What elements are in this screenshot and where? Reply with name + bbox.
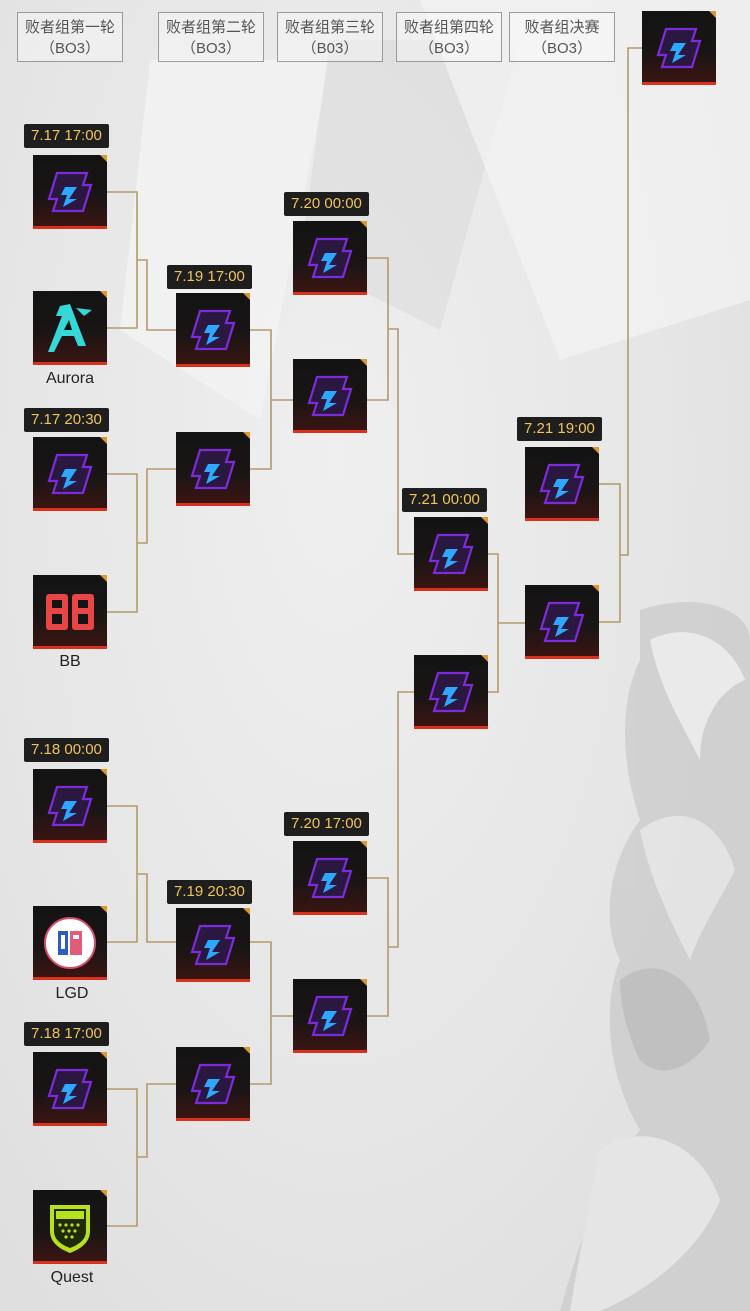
match-date-r1-m3: 7.18 00:00	[24, 738, 109, 762]
lgd-logo-icon	[44, 917, 96, 969]
tbd-slot-final-a[interactable]	[525, 447, 599, 521]
match-date-r1-m4: 7.18 17:00	[24, 1022, 109, 1046]
tbd-slot-r3-m2-b[interactable]	[293, 979, 367, 1053]
match-date-r2-m1: 7.19 17:00	[167, 265, 252, 289]
tbd-slot-r2-m1-b[interactable]	[176, 432, 250, 506]
tbd-slot-r1-m4-a[interactable]	[33, 1052, 107, 1126]
round-5-name: 败者组决赛	[524, 19, 600, 36]
match-date-r2-m2: 7.19 20:30	[167, 880, 252, 904]
team-name-quest: Quest	[50, 1269, 94, 1286]
tbd-slot-r1-m3-a[interactable]	[33, 769, 107, 843]
aurora-logo-icon	[48, 304, 92, 352]
tbd-team-logo-icon	[47, 453, 93, 495]
round-header-3: 败者组第三轮 （B03）	[277, 12, 383, 62]
tbd-team-logo-icon	[190, 924, 236, 966]
team-slot-aurora[interactable]	[33, 291, 107, 365]
round-4-format: （BO3）	[418, 40, 479, 57]
round-header-2: 败者组第二轮 （BO3）	[158, 12, 264, 62]
round-header-1: 败者组第一轮 （BO3）	[17, 12, 123, 62]
tbd-team-logo-icon	[47, 785, 93, 827]
match-date-r3-m1: 7.20 00:00	[284, 192, 369, 216]
tbd-slot-r2-m2-a[interactable]	[176, 908, 250, 982]
tbd-slot-r4-m1-b[interactable]	[414, 655, 488, 729]
tbd-team-logo-icon	[539, 463, 585, 505]
match-date-r4-m1: 7.21 00:00	[402, 488, 487, 512]
round-4-name: 败者组第四轮	[403, 19, 494, 36]
tbd-team-logo-icon	[307, 375, 353, 417]
team-slot-bb[interactable]	[33, 575, 107, 649]
round-1-format: （BO3）	[39, 40, 100, 57]
round-5-format: （BO3）	[531, 40, 592, 57]
match-date-r1-m2: 7.17 20:30	[24, 408, 109, 432]
tbd-slot-r3-m1-a[interactable]	[293, 221, 367, 295]
tbd-slot-champion[interactable]	[642, 11, 716, 85]
tbd-slot-r4-m1-a[interactable]	[414, 517, 488, 591]
tbd-team-logo-icon	[656, 27, 702, 69]
round-3-format: （B03）	[301, 40, 359, 57]
tbd-team-logo-icon	[307, 857, 353, 899]
round-3-name: 败者组第三轮	[284, 19, 375, 36]
tbd-team-logo-icon	[190, 1063, 236, 1105]
tbd-slot-r1-m2-a[interactable]	[33, 437, 107, 511]
tbd-team-logo-icon	[428, 533, 474, 575]
tbd-team-logo-icon	[539, 601, 585, 643]
round-header-5: 败者组决赛 （BO3）	[509, 12, 615, 62]
quest-logo-icon	[50, 1205, 90, 1253]
tbd-slot-r3-m2-a[interactable]	[293, 841, 367, 915]
tbd-team-logo-icon	[190, 448, 236, 490]
team-name-aurora: Aurora	[45, 370, 95, 387]
bb-logo-icon	[46, 594, 94, 630]
round-1-name: 败者组第一轮	[24, 19, 115, 36]
match-date-final: 7.21 19:00	[517, 417, 602, 441]
tbd-team-logo-icon	[428, 671, 474, 713]
round-2-format: （BO3）	[180, 40, 241, 57]
tbd-team-logo-icon	[47, 1068, 93, 1110]
tbd-team-logo-icon	[307, 995, 353, 1037]
tbd-slot-r2-m1-a[interactable]	[176, 293, 250, 367]
team-slot-quest[interactable]	[33, 1190, 107, 1264]
match-date-r3-m2: 7.20 17:00	[284, 812, 369, 836]
round-header-4: 败者组第四轮 （BO3）	[396, 12, 502, 62]
team-slot-lgd[interactable]	[33, 906, 107, 980]
tbd-slot-r2-m2-b[interactable]	[176, 1047, 250, 1121]
round-2-name: 败者组第二轮	[165, 19, 256, 36]
tbd-slot-final-b[interactable]	[525, 585, 599, 659]
tbd-team-logo-icon	[190, 309, 236, 351]
tbd-slot-r1-m1-a[interactable]	[33, 155, 107, 229]
tbd-team-logo-icon	[307, 237, 353, 279]
team-name-bb: BB	[59, 653, 81, 670]
tbd-team-logo-icon	[47, 171, 93, 213]
tbd-slot-r3-m1-b[interactable]	[293, 359, 367, 433]
team-name-lgd: LGD	[55, 985, 89, 1002]
match-date-r1-m1: 7.17 17:00	[24, 124, 109, 148]
